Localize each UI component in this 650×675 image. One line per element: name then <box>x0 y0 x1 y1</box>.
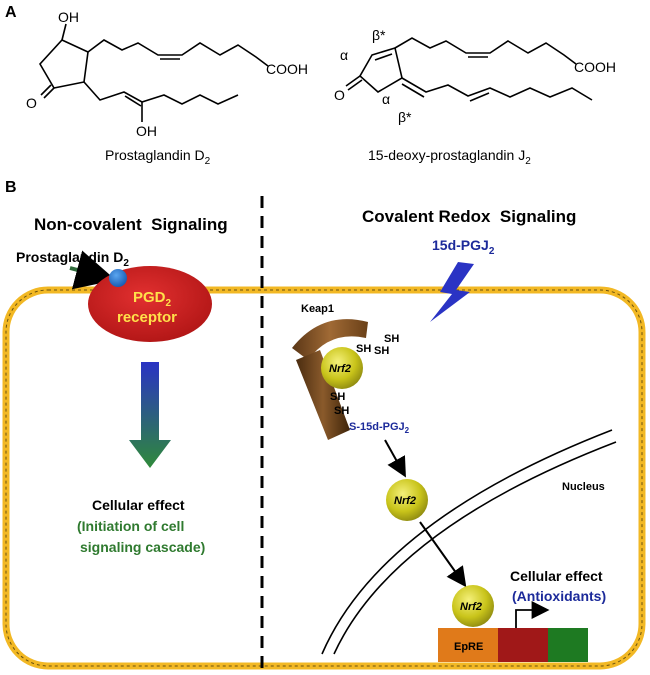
cell-membrane-inner-line <box>5 289 643 667</box>
pgd2-oh-bottom: OH <box>136 123 157 139</box>
sh-label-3: SH <box>374 345 389 357</box>
pgj2-beta-2: β* <box>398 109 412 125</box>
pgd2-ligand-label: Prostaglandin D2 <box>16 249 129 269</box>
pgj2-beta-1: β* <box>372 27 386 43</box>
covalent-heading: Covalent Redox Signaling <box>362 207 576 226</box>
pgj2-alpha-1: α <box>340 47 348 63</box>
transcription-arrow <box>515 601 550 628</box>
pgj2-name: 15-deoxy-prostaglandin J2 <box>368 147 531 167</box>
gene-red-box <box>498 628 548 662</box>
nrf2-bound-circle <box>321 347 363 389</box>
left-effect-title: Cellular effect <box>92 497 185 513</box>
nrf2-nuclear-label: Nrf2 <box>460 601 482 613</box>
panel-a-label: A <box>5 4 17 21</box>
cell-membrane <box>2 286 646 670</box>
nrf2-free-label: Nrf2 <box>394 495 416 507</box>
gene-green-box <box>548 628 588 662</box>
left-effect-line2: signaling cascade) <box>80 539 205 555</box>
translocation-arrow <box>419 521 467 588</box>
right-effect-title: Cellular effect <box>510 568 603 584</box>
sh-label-2: SH <box>356 343 371 355</box>
receptor-label-line2: receptor <box>117 309 177 326</box>
pgd2-omega-chain <box>83 81 239 105</box>
signaling-gradient-arrow <box>129 362 171 468</box>
pgd2-cooh: COOH <box>266 61 308 77</box>
right-effect-line: (Antioxidants) <box>512 588 606 604</box>
pgd2-ligand-dot <box>109 269 127 287</box>
receptor-label-line1: PGD2 <box>133 289 172 309</box>
lightning-bolt-icon <box>430 262 474 322</box>
pgj2-omega-chain <box>401 77 593 101</box>
pgj2-ketone-o: O <box>334 87 345 103</box>
noncovalent-heading: Non-covalent Signaling <box>34 215 228 234</box>
pgd2-alpha-chain <box>87 39 269 67</box>
pgd2-name: Prostaglandin D2 <box>105 147 211 167</box>
nucleus-label: Nucleus <box>562 481 605 493</box>
keap1-top-arm <box>292 319 368 360</box>
pgd2-oh-top: OH <box>58 9 79 25</box>
epre-label: EpRE <box>454 641 483 653</box>
ligand-binding-arrow <box>69 250 116 290</box>
keap1-bottom-arm <box>296 350 350 440</box>
pgj2-cooh: COOH <box>574 59 616 75</box>
left-effect-line1: (Initiation of cell <box>77 518 184 534</box>
pgj2-ligand-label: 15d-PGJ2 <box>432 237 495 257</box>
nrf2-nuclear-circle <box>452 585 494 627</box>
keap1-label: Keap1 <box>301 303 334 315</box>
sh-label-4: SH <box>330 391 345 403</box>
pgd2-oh-bond <box>61 23 67 41</box>
nrf2-bound-label: Nrf2 <box>329 363 351 375</box>
pgd2-ring <box>39 39 89 89</box>
pgd2-structure <box>39 23 269 122</box>
release-arrow <box>384 439 406 478</box>
adduct-label: S-15d-PGJ2 <box>349 421 410 435</box>
nuclear-envelope-inner <box>333 441 617 655</box>
epre-box <box>438 628 498 662</box>
pgj2-alpha-chain <box>394 37 577 65</box>
nrf2-free-circle <box>386 479 428 521</box>
pgj2-alpha-2: α <box>382 91 390 107</box>
nuclear-envelope-outer <box>321 429 613 655</box>
pgj2-ring <box>358 46 403 93</box>
sh-label-5: SH <box>334 405 349 417</box>
pgd2-ketone-o: O <box>26 95 37 111</box>
pgj2-structure <box>345 37 593 102</box>
sh-label-1: SH <box>384 333 399 345</box>
panel-b-label: B <box>5 179 17 196</box>
